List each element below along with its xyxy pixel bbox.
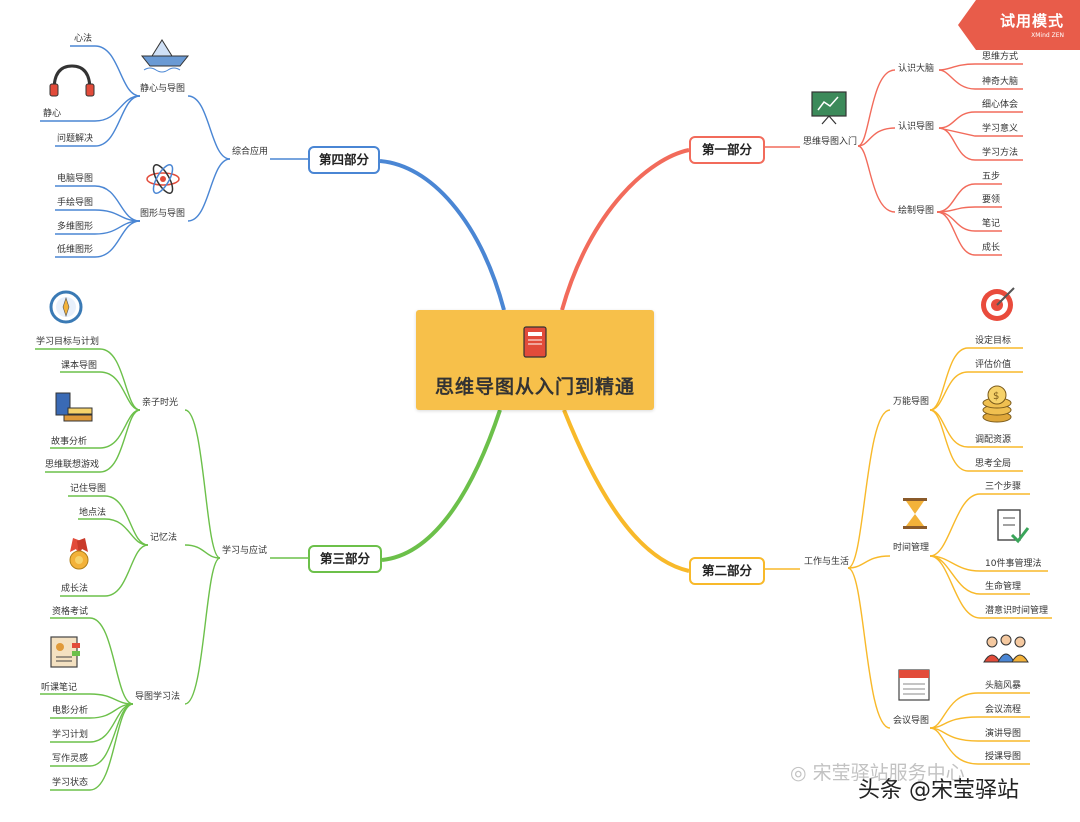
group-2-1[interactable]: 万能导图 <box>893 397 930 407</box>
book-icon <box>523 326 547 358</box>
leaf-2-1-2[interactable]: 评估价值 <box>975 360 1012 370</box>
subtopic-part3[interactable]: 学习与应试 <box>222 546 268 556</box>
leaf-1-2-2[interactable]: 学习意义 <box>982 124 1019 134</box>
coins-icon: $ <box>982 385 1012 423</box>
medal-icon <box>69 538 89 570</box>
compass-icon <box>49 290 83 324</box>
hourglass-icon <box>903 498 927 529</box>
leaf-2-2-3[interactable]: 生命管理 <box>985 582 1022 592</box>
group-3-3[interactable]: 导图学习法 <box>135 692 181 702</box>
wechat-watermark: ◎ 宋莹驿站服务中心 <box>790 762 965 784</box>
leaf-4-1-2[interactable]: 静心 <box>43 109 62 119</box>
leaf-1-3-2[interactable]: 要领 <box>982 195 1001 205</box>
leaf-2-3-2[interactable]: 会议流程 <box>985 705 1022 715</box>
part3-main-branch <box>381 409 502 562</box>
leaf-3-1-4[interactable]: 思维联想游戏 <box>45 460 100 470</box>
leaf-3-1-2[interactable]: 课本导图 <box>61 361 98 371</box>
trial-mode-badge[interactable]: 试用模式 XMind ZEN <box>958 0 1080 50</box>
leaf-2-3-3[interactable]: 演讲导图 <box>985 729 1022 739</box>
leaf-3-3-5[interactable]: 写作灵感 <box>52 754 89 764</box>
leaf-4-2-2[interactable]: 手绘导图 <box>57 198 94 208</box>
leaf-3-3-3[interactable]: 电影分析 <box>52 706 89 716</box>
newspaper-icon <box>898 669 930 701</box>
trial-mode-subtitle: XMind ZEN <box>1031 32 1064 39</box>
group-1-2[interactable]: 认识导图 <box>898 122 935 132</box>
leaf-3-3-1[interactable]: 资格考试 <box>52 607 89 617</box>
leaf-4-2-1[interactable]: 电脑导图 <box>57 174 94 184</box>
paper-boat-icon <box>140 39 190 73</box>
group-1-3[interactable]: 绘制导图 <box>898 206 935 216</box>
headphones-icon <box>49 64 95 97</box>
leaf-4-2-3[interactable]: 多维图形 <box>57 222 94 232</box>
leaf-2-1-4[interactable]: 思考全局 <box>975 459 1012 469</box>
part4-main-branch <box>379 159 506 311</box>
group-1-1[interactable]: 认识大脑 <box>898 64 935 74</box>
subtopic-part2[interactable]: 工作与生活 <box>804 557 850 567</box>
leaf-1-2-3[interactable]: 学习方法 <box>982 148 1019 158</box>
leaf-2-3-4[interactable]: 授课导图 <box>985 752 1022 762</box>
central-topic-title: 思维导图从入门到精通 <box>434 376 635 398</box>
atom-icon <box>146 164 180 194</box>
group-4-2[interactable]: 图形与导图 <box>140 209 186 219</box>
leaf-3-1-1[interactable]: 学习目标与计划 <box>36 337 100 347</box>
leaf-4-1-3[interactable]: 问题解决 <box>57 134 94 144</box>
subtopic-part1[interactable]: 思维导图入门 <box>803 137 858 147</box>
leaf-1-1-1[interactable]: 思维方式 <box>982 52 1019 62</box>
leaf-1-3-3[interactable]: 笔记 <box>982 219 1001 229</box>
checklist-icon <box>997 509 1030 544</box>
topic-part3[interactable]: 第三部分 <box>308 545 382 573</box>
leaf-2-2-2[interactable]: 10件事管理法 <box>985 559 1042 569</box>
leaf-3-3-4[interactable]: 学习计划 <box>52 730 89 740</box>
people-group-icon <box>983 634 1029 663</box>
leaf-4-2-4[interactable]: 低维图形 <box>57 245 94 255</box>
leaf-2-2-4[interactable]: 潜意识时间管理 <box>985 606 1049 616</box>
leaf-3-1-3[interactable]: 故事分析 <box>51 437 88 447</box>
topic-part2[interactable]: 第二部分 <box>689 557 765 585</box>
part2-main-branch <box>562 409 690 573</box>
leaf-3-2-3[interactable]: 成长法 <box>61 584 89 594</box>
leaf-4-1-1[interactable]: 心法 <box>74 34 93 44</box>
leaf-1-1-2[interactable]: 神奇大脑 <box>982 77 1019 87</box>
svg-text:$: $ <box>993 391 999 402</box>
leaf-2-1-1[interactable]: 设定目标 <box>975 336 1012 346</box>
group-3-2[interactable]: 记忆法 <box>150 533 178 543</box>
leaf-1-3-1[interactable]: 五步 <box>982 172 1001 182</box>
part1-main-branch <box>560 148 690 311</box>
leaf-3-3-2[interactable]: 听课笔记 <box>41 683 78 693</box>
leaf-3-2-2[interactable]: 地点法 <box>79 508 107 518</box>
trial-mode-title: 试用模式 <box>999 12 1064 30</box>
wechat-icon: ◎ <box>790 762 813 784</box>
leaf-1-3-4[interactable]: 成长 <box>982 243 1001 253</box>
group-3-1[interactable]: 亲子时光 <box>142 398 179 408</box>
group-4-1[interactable]: 静心与导图 <box>140 84 186 94</box>
toutiao-watermark: 头条 @宋莹驿站 <box>858 778 1019 803</box>
group-2-2[interactable]: 时间管理 <box>893 543 930 553</box>
topic-part4[interactable]: 第四部分 <box>308 146 380 174</box>
presentation-board-icon <box>811 91 847 125</box>
leaf-2-3-1[interactable]: 头脑风暴 <box>985 681 1022 691</box>
target-icon <box>981 287 1015 321</box>
leaf-3-2-1[interactable]: 记住导图 <box>70 484 107 494</box>
profile-card-icon <box>50 636 80 668</box>
leaf-2-1-3[interactable]: 调配资源 <box>975 435 1012 445</box>
topic-part1[interactable]: 第一部分 <box>689 136 765 164</box>
subtopic-part4[interactable]: 综合应用 <box>232 147 269 157</box>
group-2-3[interactable]: 会议导图 <box>893 716 930 726</box>
central-topic[interactable]: 思维导图从入门到精通 <box>416 310 654 410</box>
leaf-2-2-1[interactable]: 三个步骤 <box>985 482 1022 492</box>
leaf-3-3-6[interactable]: 学习状态 <box>52 778 89 788</box>
books-icon <box>55 392 93 422</box>
leaf-1-2-1[interactable]: 细心体会 <box>982 100 1019 110</box>
